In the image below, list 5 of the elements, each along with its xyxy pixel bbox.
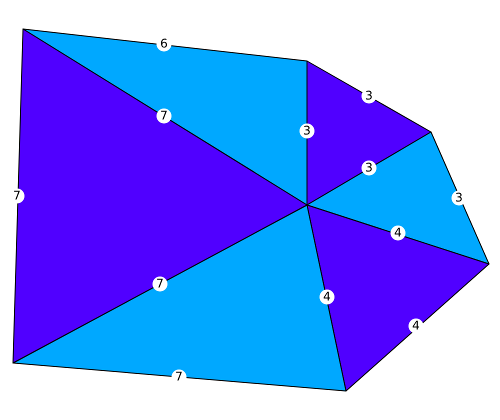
- triangle-face: [12, 204, 346, 392]
- edge-length-label: 6: [156, 36, 172, 52]
- edge-length-label: 3: [452, 190, 466, 206]
- triangle-face: [306, 204, 490, 392]
- edge-length-label: 3: [362, 88, 376, 104]
